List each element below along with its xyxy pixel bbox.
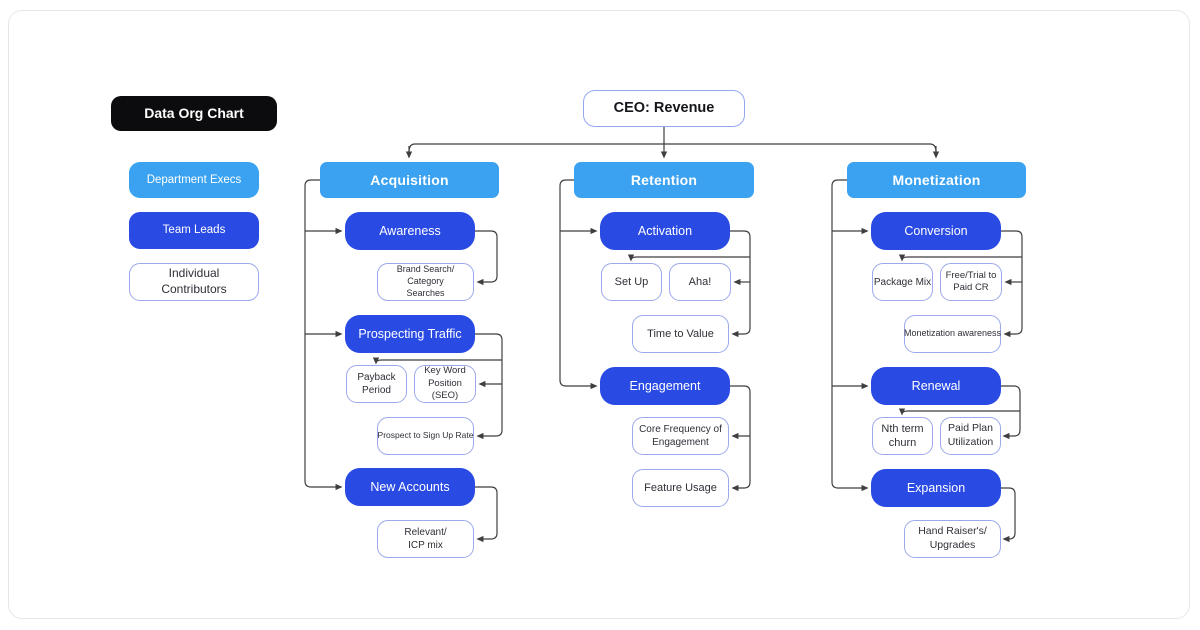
node-activation: Activation: [600, 212, 730, 250]
node-free-trial-paid-cr: Free/Trial to Paid CR: [940, 263, 1002, 301]
node-renewal: Renewal: [871, 367, 1001, 405]
node-acquisition: Acquisition: [320, 162, 499, 198]
node-relevant-icp-mix: Relevant/ ICP mix: [377, 520, 474, 558]
legend-individual-contributors: Individual Contributors: [129, 263, 259, 301]
node-monetization-awareness: Monetization awareness: [904, 315, 1001, 353]
node-new-accounts: New Accounts: [345, 468, 475, 506]
node-prospecting-traffic: Prospecting Traffic: [345, 315, 475, 353]
node-conversion: Conversion: [871, 212, 1001, 250]
node-engagement: Engagement: [600, 367, 730, 405]
node-core-frequency: Core Frequency of Engagement: [632, 417, 729, 455]
node-prospect-signup-rate: Prospect to Sign Up Rate: [377, 417, 474, 455]
node-paid-plan-utilization: Paid Plan Utilization: [940, 417, 1001, 455]
node-monetization: Monetization: [847, 162, 1026, 198]
node-brand-search: Brand Search/ Category Searches: [377, 263, 474, 301]
node-feature-usage: Feature Usage: [632, 469, 729, 507]
node-keyword-position: Key Word Position (SEO): [414, 365, 476, 403]
node-payback-period: Payback Period: [346, 365, 407, 403]
node-time-to-value: Time to Value: [632, 315, 729, 353]
node-package-mix: Package Mix: [872, 263, 933, 301]
node-hand-raisers-upgrades: Hand Raiser's/ Upgrades: [904, 520, 1001, 558]
node-awareness: Awareness: [345, 212, 475, 250]
node-set-up: Set Up: [601, 263, 662, 301]
badge-data-org-chart: Data Org Chart: [111, 96, 277, 131]
legend-department-execs: Department Execs: [129, 162, 259, 198]
node-retention: Retention: [574, 162, 754, 198]
node-aha: Aha!: [669, 263, 731, 301]
node-expansion: Expansion: [871, 469, 1001, 507]
legend-team-leads: Team Leads: [129, 212, 259, 249]
node-nth-term-churn: Nth term churn: [872, 417, 933, 455]
node-ceo-revenue: CEO: Revenue: [583, 90, 745, 127]
